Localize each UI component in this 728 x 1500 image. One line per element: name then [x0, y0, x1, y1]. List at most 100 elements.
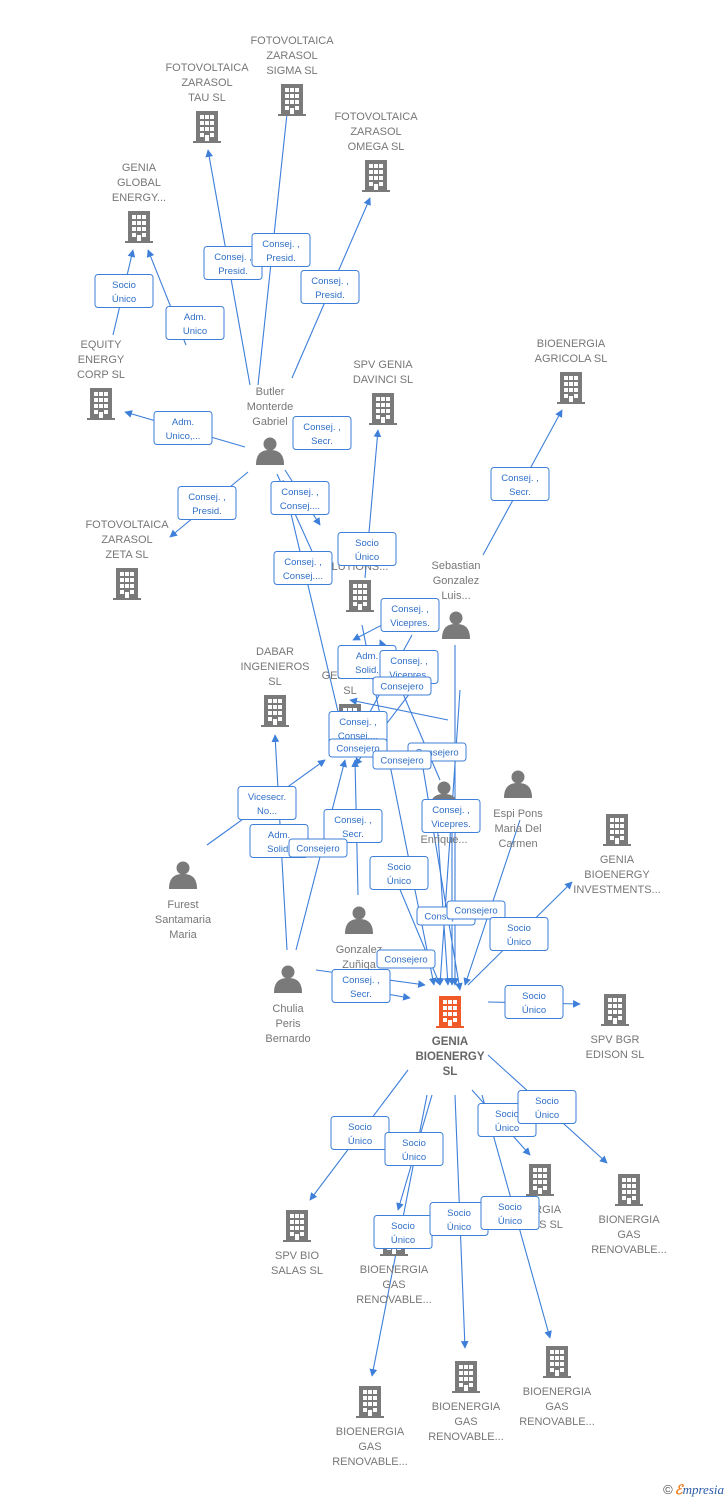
relation-label-text: Único — [355, 552, 379, 563]
relation-label-r10[interactable]: Consej. ,Secr. — [490, 467, 550, 501]
node-label-line: BIOENERGIA — [432, 1401, 501, 1413]
relation-label-r9[interactable]: Consej. ,Consej.... — [270, 481, 330, 515]
building-icon — [557, 372, 585, 404]
relation-label-r7[interactable]: Consej. ,Secr. — [292, 416, 352, 450]
brand-name: mpresia — [682, 1482, 724, 1497]
node-gr5[interactable]: BIOENERGIAGASRENOVABLE... — [519, 1346, 595, 1428]
node-label-line: INGENIEROS — [240, 661, 309, 673]
relation-label-r13[interactable]: Consej. ,Vicepres. — [380, 598, 440, 632]
relation-label-box — [372, 676, 432, 696]
relation-label-r23[interactable]: Consej. ,Secr. — [323, 809, 383, 843]
relation-label-r28[interactable]: Consejero — [446, 900, 506, 920]
node-label-line: SPV GENIA — [353, 359, 413, 371]
node-label-line: CORP SL — [77, 369, 125, 381]
relation-label-box — [380, 598, 440, 632]
node-investments[interactable]: GENIABIOENERGYINVESTMENTS... — [573, 814, 661, 896]
node-sebastian[interactable]: SebastianGonzalezLuis... — [432, 560, 481, 639]
relation-label-r18[interactable]: Consejero — [328, 738, 388, 758]
relation-label-text: Presid. — [315, 290, 345, 301]
relation-label-r25[interactable]: Consej. ,Vicepres. — [421, 799, 481, 833]
relation-label-r5[interactable]: Consej. ,Presid. — [300, 270, 360, 304]
node-label-line: Maria Del — [494, 823, 541, 835]
copyright-symbol: © — [663, 1482, 673, 1497]
relation-label-r12[interactable]: Consej. ,Consej.... — [273, 551, 333, 585]
node-label-line: Zuñiga — [342, 959, 377, 971]
relation-edge — [436, 819, 452, 986]
relation-label-text: Consejero — [336, 744, 379, 755]
building-icon — [601, 994, 629, 1026]
relation-label-text: Consej. , — [390, 656, 428, 667]
relation-label-text: Solid. — [355, 665, 379, 676]
relation-label-text: Solid. — [267, 844, 291, 855]
relation-label-text: Secr. — [342, 829, 364, 840]
node-label-line: BIOENERGIA — [336, 1426, 405, 1438]
relation-label-r16[interactable]: Consejero — [372, 676, 432, 696]
node-label-line: SL — [343, 685, 356, 697]
node-label-line: Santamaria — [155, 914, 212, 926]
node-gr2[interactable]: BIONERGIAGASRENOVABLE... — [591, 1174, 667, 1256]
node-gr1[interactable]: BIOENERGIAGASRENOVABLE... — [356, 1224, 432, 1306]
relation-edge — [282, 479, 343, 721]
node-label-line: RENOVABLE... — [428, 1431, 504, 1443]
relation-label-r2[interactable]: Adm.Unico — [165, 306, 225, 340]
relation-label-r31[interactable]: Consej. ,Secr. — [331, 969, 391, 1003]
relation-label-box — [288, 838, 348, 858]
person-icon — [504, 770, 532, 798]
node-label-line: FOTOVOLTAICA — [85, 519, 169, 531]
relation-label-r4[interactable]: Consej. ,Presid. — [251, 233, 311, 267]
relation-label-text: Único — [391, 1235, 415, 1246]
relation-label-r20[interactable]: Consejero — [372, 750, 432, 770]
relation-label-text: Socio — [495, 1109, 519, 1120]
relation-label-text: Único — [387, 876, 411, 887]
relation-label-box — [153, 411, 213, 445]
node-gr4[interactable]: BIOENERGIAGASRENOVABLE... — [428, 1361, 504, 1443]
node-label-line: GAS — [545, 1401, 568, 1413]
building-icon — [543, 1346, 571, 1378]
relation-label-text: Consej. , — [342, 975, 380, 986]
relation-label-text: Socio — [348, 1122, 372, 1133]
relation-label-text: Consej. , — [262, 239, 300, 250]
relation-label-text: Socio — [391, 1221, 415, 1232]
person-icon — [345, 906, 373, 934]
node-global[interactable]: GENIAGLOBALENERGY... — [112, 162, 166, 243]
node-label-line: SIGMA SL — [266, 65, 317, 77]
building-icon — [452, 1361, 480, 1393]
relation-label-r8[interactable]: Consej. ,Presid. — [177, 486, 237, 520]
relation-label-box — [328, 738, 388, 758]
relation-label-r6[interactable]: Adm.Unico,... — [153, 411, 213, 445]
relation-label-r21[interactable]: Vicesecr.No... — [237, 786, 297, 820]
relation-label-r24[interactable]: Consejero — [288, 838, 348, 858]
building-icon — [346, 580, 374, 612]
node-gr3[interactable]: BIOENERGIAGASRENOVABLE... — [332, 1386, 408, 1468]
relation-edge — [419, 749, 463, 991]
node-label-line: GAS — [617, 1229, 640, 1241]
relation-label-r30[interactable]: Consejero — [376, 949, 436, 969]
